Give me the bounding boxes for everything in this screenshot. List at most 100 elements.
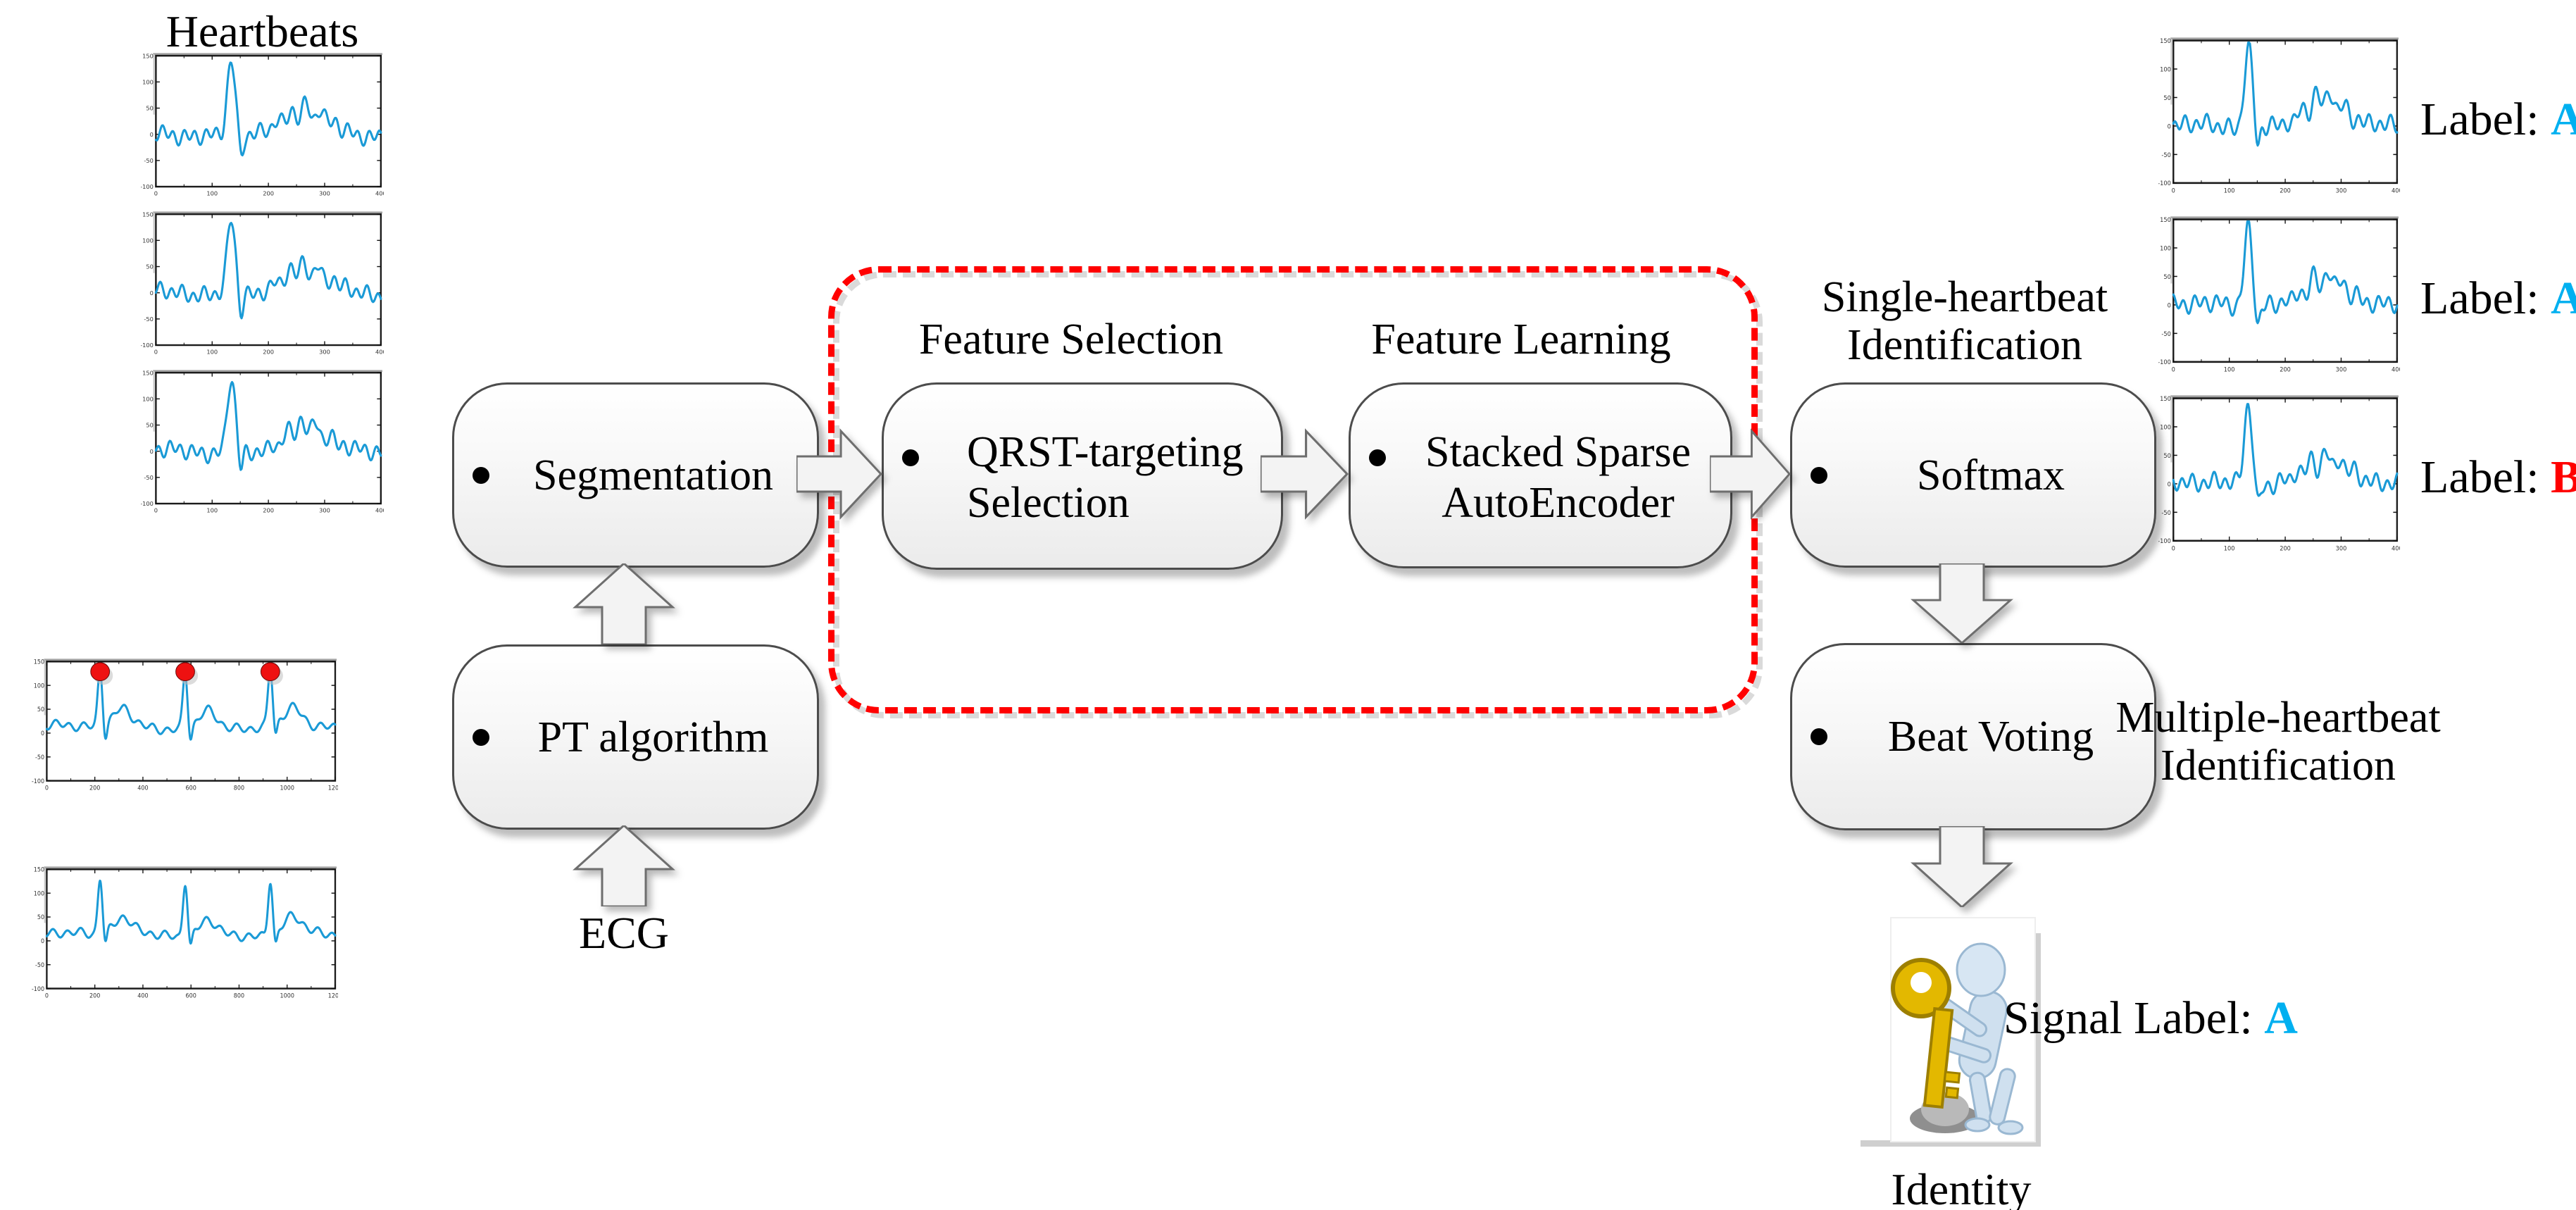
feature-learning-heading: Feature Learning: [1371, 316, 1671, 363]
ecg-input-label: ECG: [579, 908, 669, 958]
bullet-icon: [1811, 466, 1827, 484]
svg-text:-50: -50: [35, 754, 44, 761]
flow-arrow-down-icon: [1909, 563, 2015, 643]
single-heartbeat-heading-line2: Identification: [1847, 321, 2082, 369]
svg-text:150: 150: [142, 370, 154, 376]
svg-text:-100: -100: [2158, 538, 2171, 545]
svg-text:0: 0: [150, 131, 154, 138]
svg-text:0: 0: [2172, 545, 2175, 552]
svg-text:200: 200: [263, 348, 274, 355]
svg-text:0: 0: [154, 506, 158, 513]
svg-text:150: 150: [142, 53, 154, 59]
labeled-beat-plot-1: 0100200300400150100500-50-100: [2158, 37, 2400, 202]
softmax-box: Softmax: [1790, 382, 2156, 568]
svg-text:400: 400: [2391, 187, 2400, 194]
svg-text:150: 150: [2160, 396, 2171, 403]
svg-text:400: 400: [137, 784, 148, 791]
svg-text:0: 0: [2172, 187, 2175, 194]
svg-text:-50: -50: [144, 316, 154, 323]
svg-text:200: 200: [263, 189, 274, 197]
svg-text:50: 50: [146, 422, 154, 429]
svg-text:100: 100: [206, 189, 218, 197]
qrst-label-line1: QRST-targeting: [967, 428, 1244, 476]
bullet-icon: [1811, 728, 1827, 745]
svg-text:400: 400: [375, 506, 384, 513]
svg-text:300: 300: [2336, 545, 2347, 552]
svg-text:400: 400: [2391, 366, 2400, 373]
svg-text:-50: -50: [2161, 151, 2170, 158]
svg-text:100: 100: [2160, 424, 2171, 431]
svg-text:400: 400: [2391, 545, 2400, 552]
svg-text:200: 200: [89, 784, 100, 791]
svg-text:200: 200: [263, 506, 274, 513]
svg-text:400: 400: [137, 992, 148, 999]
svg-text:300: 300: [319, 189, 330, 197]
labeled-beat-plot-2: 0100200300400150100500-50-100: [2158, 216, 2400, 381]
svg-text:50: 50: [2163, 95, 2170, 102]
svg-text:0: 0: [154, 348, 158, 355]
svg-text:-50: -50: [35, 961, 44, 968]
signal-label-letter: A: [2264, 992, 2298, 1044]
svg-text:100: 100: [142, 237, 154, 244]
svg-text:0: 0: [45, 784, 49, 791]
svg-text:100: 100: [142, 395, 154, 402]
svg-text:100: 100: [2224, 187, 2235, 194]
svg-text:100: 100: [2224, 366, 2235, 373]
svg-text:0: 0: [150, 448, 154, 455]
svg-text:-100: -100: [141, 342, 154, 349]
person-icon: [1936, 942, 2024, 1135]
svg-text:200: 200: [2280, 545, 2291, 552]
svg-text:0: 0: [41, 730, 44, 737]
bullet-icon: [473, 466, 489, 484]
softmax-label: Softmax: [1916, 451, 2065, 499]
svg-text:-50: -50: [144, 157, 154, 164]
heartbeat-plot-1: 0100200300400150100500-50-100: [141, 53, 384, 204]
flow-arrow-up-icon: [571, 563, 677, 644]
svg-text:0: 0: [150, 289, 154, 297]
ssae-box: Stacked Sparse AutoEncoder: [1349, 382, 1732, 568]
svg-text:100: 100: [142, 78, 154, 85]
ssae-label-line2: AutoEncoder: [1442, 479, 1675, 527]
identity-figure-icon: [1852, 905, 2070, 1173]
pt-algorithm-box: PT algorithm: [452, 644, 819, 830]
beat-label-prefix: Label:: [2420, 451, 2551, 503]
beat-label-1: Label: A: [2420, 93, 2576, 146]
svg-text:50: 50: [146, 263, 154, 270]
bullet-icon: [1369, 449, 1386, 466]
svg-text:-100: -100: [2158, 180, 2171, 187]
flow-arrow-down-icon: [1909, 826, 2015, 907]
svg-text:300: 300: [319, 348, 330, 355]
svg-text:150: 150: [2160, 38, 2171, 45]
svg-text:100: 100: [2224, 545, 2235, 552]
svg-text:150: 150: [142, 211, 154, 218]
svg-text:1000: 1000: [280, 784, 294, 791]
single-heartbeat-heading: Single-heartbeat Identification: [1753, 273, 2176, 369]
svg-text:200: 200: [89, 992, 100, 999]
heartbeat-plot-2: 0 100 200 300 400 150 100 50 0 -50 -100: [141, 211, 384, 363]
svg-text:100: 100: [2160, 66, 2171, 73]
single-heartbeat-heading-line1: Single-heartbeat: [1821, 273, 2108, 321]
svg-text:100: 100: [34, 682, 44, 689]
flow-arrow-right-icon: [796, 421, 882, 527]
segmentation-label: Segmentation: [533, 451, 773, 499]
svg-text:0: 0: [41, 937, 44, 944]
svg-text:0: 0: [2168, 481, 2171, 488]
beat-label-letter: A: [2551, 273, 2576, 324]
svg-text:100: 100: [34, 890, 44, 897]
svg-text:150: 150: [34, 866, 44, 873]
svg-text:1000: 1000: [280, 992, 294, 999]
beat-voting-label: Beat Voting: [1887, 713, 2094, 761]
ecg-strip-plot-marked: 020040060080010001200150100500-50-100: [32, 659, 338, 799]
svg-text:200: 200: [2280, 366, 2291, 373]
qrst-label-line2: Selection: [967, 479, 1130, 527]
svg-text:600: 600: [186, 784, 196, 791]
multiple-heartbeat-heading-line2: Identification: [2161, 742, 2396, 790]
svg-text:100: 100: [206, 348, 218, 355]
svg-text:400: 400: [375, 348, 384, 355]
flow-arrow-right-icon: [1261, 421, 1349, 527]
svg-text:0: 0: [154, 189, 158, 197]
svg-text:50: 50: [2163, 274, 2170, 281]
beat-label-prefix: Label:: [2420, 273, 2551, 324]
heartbeat-plot-3: 0100200300400150100500-50-100: [141, 370, 384, 521]
svg-text:800: 800: [234, 784, 244, 791]
